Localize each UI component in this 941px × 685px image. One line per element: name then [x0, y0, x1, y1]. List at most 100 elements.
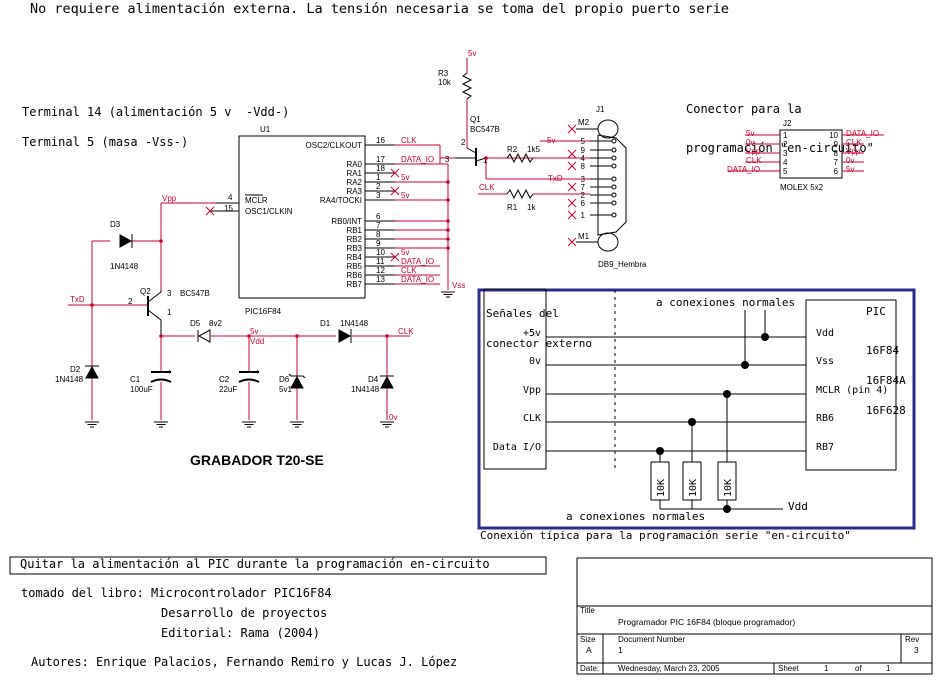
power-note: Terminal 14 (alimentación 5 v -Vdd-) Ter… [22, 87, 289, 167]
u1-net-label: DATA_IO [401, 155, 434, 164]
pic-pin-label: MCLR (pin 4) [816, 385, 888, 396]
u1-pin-num: 17 [376, 155, 385, 164]
c2-value: 22uF [219, 385, 237, 394]
d1-clk-label: CLK [398, 327, 414, 336]
j2-net-label: 0v [746, 138, 754, 147]
j2-net-label: 5v [746, 129, 754, 138]
u1-pin-name: RA2 [346, 178, 362, 187]
tb-of: 1 [886, 664, 891, 673]
pic-model: 16F84A [866, 374, 906, 387]
book-line-3: Editorial: Rama (2004) [161, 626, 320, 640]
d3-part: 1N4148 [110, 262, 139, 271]
u1-net-label: 5v [401, 173, 409, 182]
j2-net-label: 0v [846, 156, 854, 165]
r1-ref: R1 [507, 203, 518, 212]
j2-net-label: DATA_IO [846, 129, 879, 138]
icsp-title-line: Conector para la [686, 102, 802, 116]
q2-ref: Q2 [140, 287, 151, 296]
ext-signal-label: Data I/O [493, 442, 541, 453]
tb-rev-label: Rev [905, 635, 920, 644]
junction-dot [446, 228, 450, 232]
j2-pin: 1 [783, 131, 788, 140]
q2-pin: 2 [128, 297, 133, 306]
junction-dot [159, 239, 163, 243]
d4-ref: D4 [368, 375, 379, 384]
icsp-title-line: programación "en-circuito" [686, 141, 874, 155]
vss-label: Vss [452, 281, 465, 290]
r3-resistor [461, 72, 473, 100]
u1-pin-num: 3 [376, 191, 381, 200]
normal-bottom-label: a conexiones normales [566, 510, 706, 523]
vdd-label: Vdd [250, 337, 264, 346]
db9-txd-label: TxD [548, 174, 563, 183]
resistor-value: 10K [656, 479, 667, 497]
junction-dot [446, 237, 450, 241]
j1-pin: 4 [581, 154, 586, 163]
j2-net-label: Vpp [846, 147, 861, 156]
tb-size: A [586, 645, 592, 655]
c2-plate-curved [238, 378, 260, 383]
clk-label: CLK [479, 183, 495, 192]
q1-part: BC547B [470, 125, 500, 134]
vpp-label: Vpp [162, 194, 177, 203]
u1-ref: U1 [260, 125, 271, 134]
tb-date-label: Date: [580, 664, 600, 673]
resistor-10k-3 [717, 461, 737, 501]
book-line-2: Desarrollo de proyectos [161, 606, 328, 620]
q2-part: BC547B [180, 289, 210, 298]
pic-model: 16F84 [866, 344, 900, 357]
tb-docnum-label: Document Number [618, 635, 686, 644]
u1-pin-name: MCLR [245, 196, 268, 205]
u1-pin-num: 8 [376, 230, 381, 239]
d1-diode [338, 329, 352, 343]
tb-date: Wednesday, March 23, 2005 [618, 664, 720, 673]
r2-ref: R2 [507, 145, 518, 154]
r1-value: 1k [527, 203, 536, 212]
j1-pin: 5 [581, 137, 586, 146]
d2-diode [85, 365, 99, 379]
u1-pin-name: OSC1/CLKIN [245, 207, 293, 216]
power-note-line: Terminal 14 (alimentación 5 v -Vdd-) [22, 105, 290, 119]
u1-pin-num: 4 [228, 193, 233, 202]
c1-ref: C1 [130, 375, 141, 384]
j2-part: MOLEX 5x2 [780, 183, 824, 192]
u1-pin-num: 9 [376, 239, 381, 248]
u1-pin-num: 7 [376, 221, 381, 230]
junction-dot [446, 198, 450, 202]
j1-mount-label: M1 [578, 232, 590, 241]
d6-zener [290, 375, 304, 389]
j2-pin: 2 [783, 140, 788, 149]
u1-pin-num: 10 [376, 248, 385, 257]
u1-pin-name: RB2 [346, 235, 362, 244]
u1-pin-num: 18 [376, 164, 385, 173]
j1-shell [597, 134, 627, 236]
j1-part: DB9_Hembra [598, 260, 647, 269]
c1-plate-curved [150, 378, 172, 383]
j2-pin: 7 [834, 158, 839, 167]
d4-diode [380, 375, 394, 389]
d2-ref: D2 [70, 365, 81, 374]
r1-resistor [506, 188, 534, 200]
pic-box [805, 299, 897, 471]
d4-part: 1N4148 [351, 385, 380, 394]
u1-net-label: CLK [401, 136, 417, 145]
junction-dot [446, 219, 450, 223]
u1-pin-num: 2 [376, 182, 381, 191]
u1-pin-num: 6 [376, 212, 381, 221]
j2-pin: 6 [834, 167, 839, 176]
u1-pin-name: RB5 [346, 262, 362, 271]
c1-value: 100uF [130, 385, 153, 394]
u1-pin-num: 13 [376, 275, 385, 284]
d3-ref: D3 [110, 220, 121, 229]
icsp-title: Conector para la programación "en-circui… [686, 77, 874, 181]
pic-pin-label: Vdd [816, 328, 834, 339]
u1-pin-num: 16 [376, 136, 385, 145]
junction-dot [90, 303, 94, 307]
tb-size-label: Size [580, 635, 596, 644]
j2-pin: 10 [829, 131, 838, 140]
j2-pin: 3 [783, 149, 788, 158]
junction-dot [446, 180, 450, 184]
j1-pin: 1 [581, 211, 586, 220]
j1-pin: 3 [581, 175, 586, 184]
